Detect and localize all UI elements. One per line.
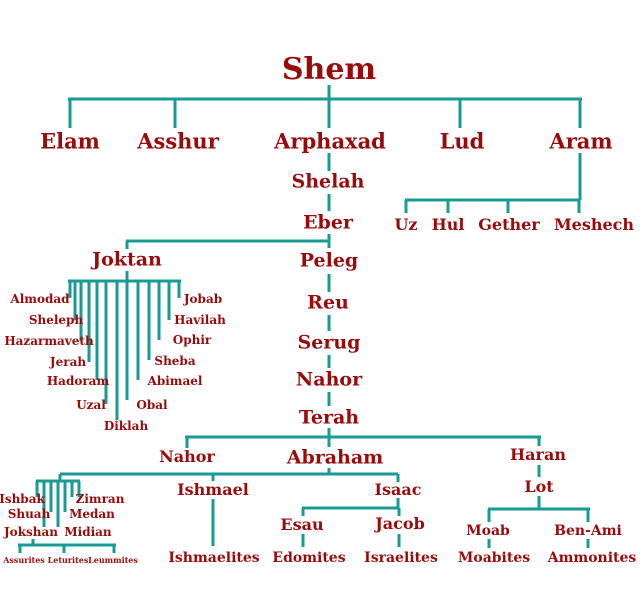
- node-midian: Midian: [64, 525, 112, 539]
- node-ishbak: Ishbak: [0, 492, 45, 506]
- node-nahor-son-of-terah: Nahor: [159, 447, 215, 466]
- node-peleg: Peleg: [299, 249, 359, 272]
- node-hazarmaveth: Hazarmaveth: [4, 334, 94, 348]
- node-shem: Shem: [281, 52, 377, 87]
- node-lot: Lot: [524, 477, 554, 496]
- node-havilah: Havilah: [174, 313, 226, 327]
- node-abimael: Abimael: [147, 374, 203, 388]
- node-moabites: Moabites: [457, 550, 531, 566]
- node-asshur: Asshur: [137, 128, 219, 154]
- node-obal: Obal: [136, 398, 168, 412]
- node-ammonites: Ammonites: [547, 550, 637, 566]
- node-hadoram: Hadoram: [46, 374, 110, 388]
- node-arphaxad: Arphaxad: [274, 128, 386, 154]
- node-shelah: Shelah: [291, 170, 365, 193]
- node-assurites: Assurites: [3, 555, 45, 565]
- node-uz: Uz: [394, 215, 418, 234]
- node-zimran: Zimran: [75, 492, 125, 506]
- node-almodad: Almodad: [10, 292, 70, 306]
- node-aram: Aram: [549, 128, 613, 154]
- node-israelites: Israelites: [364, 550, 438, 566]
- node-ishmaelites: Ishmaelites: [168, 550, 260, 566]
- node-jokshan: Jokshan: [4, 525, 58, 539]
- node-medan: Medan: [69, 507, 115, 521]
- node-ben-ami: Ben-Ami: [554, 523, 622, 539]
- node-serug: Serug: [297, 331, 361, 354]
- node-jacob: Jacob: [375, 514, 425, 533]
- node-esau: Esau: [280, 515, 324, 534]
- node-ishmael: Ishmael: [177, 480, 249, 499]
- node-gether: Gether: [478, 215, 540, 234]
- node-diklah: Diklah: [103, 419, 149, 433]
- node-haran: Haran: [510, 445, 566, 464]
- node-sheleph: Sheleph: [28, 313, 84, 327]
- node-jerah: Jerah: [49, 355, 87, 369]
- node-shuah: Shuah: [7, 507, 51, 521]
- node-reu: Reu: [307, 291, 349, 314]
- node-leturites: Leturites: [47, 555, 89, 565]
- node-lud: Lud: [439, 128, 485, 154]
- node-abraham: Abraham: [286, 446, 384, 469]
- node-ophir: Ophir: [172, 333, 212, 347]
- node-nahor-father-of-terah: Nahor: [295, 368, 363, 391]
- node-eber: Eber: [303, 211, 353, 234]
- node-moab: Moab: [466, 523, 510, 539]
- node-uzal: Uzal: [76, 398, 106, 412]
- node-hul: Hul: [431, 215, 465, 234]
- node-terah: Terah: [298, 406, 360, 429]
- node-meshech: Meshech: [553, 215, 635, 234]
- node-jobab: Jobab: [183, 292, 223, 306]
- node-elam: Elam: [40, 128, 100, 154]
- node-leummites: Leummites: [88, 555, 138, 565]
- node-edomites: Edomites: [272, 550, 346, 566]
- node-sheba: Sheba: [154, 354, 196, 368]
- node-joktan: Joktan: [92, 248, 162, 271]
- node-isaac: Isaac: [374, 480, 422, 499]
